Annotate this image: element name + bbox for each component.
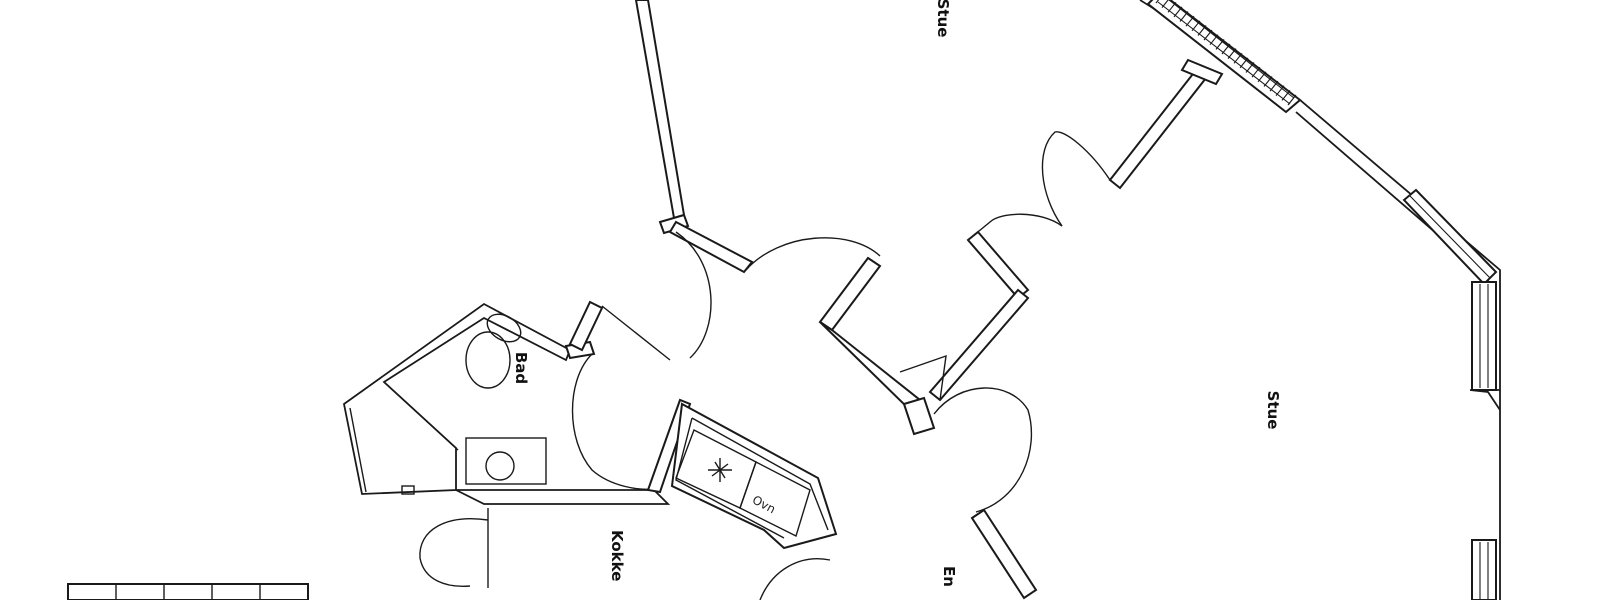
wall-stue-column [902, 396, 936, 436]
kitchen-counter-edge [675, 417, 829, 539]
wall-hall-center-right [818, 256, 882, 332]
room-label-stue-top: Stue [934, 0, 952, 37]
wall-entre-lower [970, 508, 1038, 600]
door-swing-kitchen-lower [759, 558, 831, 600]
sink-icon [401, 437, 547, 495]
wall-stue-partition-top [1108, 68, 1208, 190]
window-right-upper [1402, 188, 1498, 286]
wall-bathroom-inner [349, 381, 459, 493]
door-swing-stue-upper [1041, 131, 1111, 227]
wall-upper-left [634, 0, 686, 220]
wall-kitchen-lower [455, 489, 671, 505]
room-label-kokken: Kokke [608, 530, 626, 581]
wall-hall-upper-left [668, 220, 754, 274]
wall-stue-diagonal [899, 354, 947, 401]
wall-hall-center-lower [819, 321, 922, 412]
radiator-bottom-left [67, 583, 309, 600]
door-swing-hall-top-center [745, 237, 881, 271]
room-label-entre: En [940, 566, 958, 587]
room-label-stue-right: Stue [1264, 391, 1282, 430]
toilet-icon [465, 313, 522, 389]
door-swing-hall-top-left [675, 231, 712, 359]
wall-bathroom-outline [343, 302, 572, 495]
door-swing-stue-middle [967, 213, 1063, 241]
door-swing-bathroom [571, 305, 671, 490]
window-right-mid [1471, 281, 1497, 391]
kitchen-counter [670, 402, 838, 550]
wall-stue-step-1 [966, 230, 1030, 300]
door-swing-kitchen [419, 508, 489, 588]
window-right-lower [1471, 539, 1497, 600]
wall-bathroom-stub [568, 300, 604, 352]
window-top [1146, 0, 1302, 114]
wall-stue-partition-cap [1180, 58, 1224, 86]
outer-wall-right-lower [1469, 389, 1501, 411]
wall-stue-step-2 [928, 288, 1030, 402]
door-swing-entre [933, 387, 1033, 513]
oven-icon [739, 461, 811, 537]
room-label-bad: Bad [512, 352, 530, 384]
